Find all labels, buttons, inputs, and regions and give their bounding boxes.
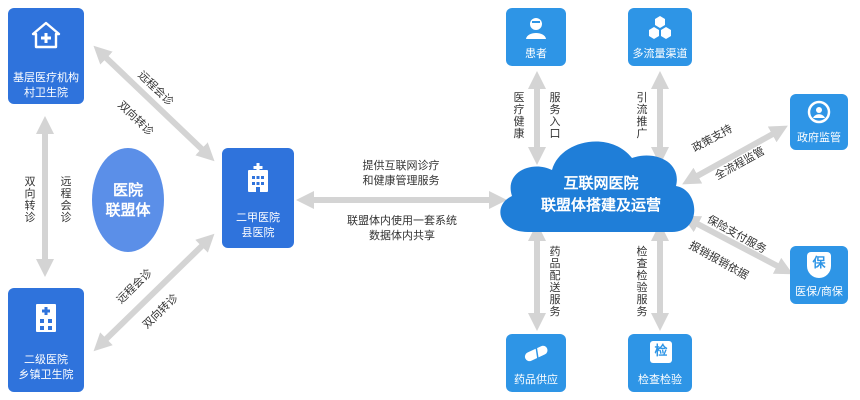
alliance-label: 医院 联盟体 bbox=[105, 181, 151, 219]
grassroots-node: 基层医疗机构 村卫生院 bbox=[8, 8, 84, 104]
hospital-building-icon bbox=[36, 304, 56, 332]
hospital-icon bbox=[248, 163, 268, 192]
edge-left-vert-a: 双向转诊 bbox=[24, 175, 36, 224]
shield-icon: 保 bbox=[807, 252, 831, 278]
drug-node: 药品供应 bbox=[506, 334, 566, 392]
county-line2: 县医院 bbox=[241, 226, 275, 239]
patient-node: 患者 bbox=[506, 8, 566, 66]
county-line1: 二甲医院 bbox=[236, 211, 280, 224]
grassroots-line2: 村卫生院 bbox=[24, 86, 68, 99]
traffic-label: 多流量渠道 bbox=[632, 47, 688, 60]
pill-icon bbox=[524, 345, 548, 362]
secondary-node: 二级医院 乡镇卫生院 bbox=[8, 288, 84, 392]
edge-center-bot: 联盟体内使用一套系统 数据体内共享 bbox=[347, 214, 457, 242]
inspect-label: 检查检验 bbox=[638, 373, 682, 386]
patient-icon bbox=[526, 18, 546, 39]
inspect-icon: 检 bbox=[650, 341, 672, 363]
secondary-line2: 乡镇卫生院 bbox=[18, 368, 74, 381]
county-node: 二甲医院 县医院 bbox=[222, 148, 294, 248]
cubes-icon bbox=[649, 16, 671, 39]
traffic-node: 多流量渠道 bbox=[628, 8, 692, 66]
edge-drug-a: 药品配送服务 bbox=[549, 245, 561, 318]
platform-cloud bbox=[500, 141, 695, 232]
supervision-icon bbox=[807, 100, 831, 124]
gov-node: 政府监管 bbox=[790, 94, 848, 150]
edge-patient-b: 服务入口 bbox=[549, 91, 561, 140]
platform-label: 互联网医院 联盟体搭建及运营 bbox=[508, 172, 694, 216]
edge-patient-a: 医疗健康 bbox=[513, 91, 525, 140]
platform-line2: 联盟体搭建及运营 bbox=[540, 196, 661, 214]
grassroots-line1: 基层医疗机构 bbox=[13, 71, 79, 84]
edge-center-top: 提供互联网诊疗 和健康管理服务 bbox=[362, 159, 440, 187]
edge-left-vert-b: 远程会诊 bbox=[60, 175, 72, 224]
arrow-gov-platform bbox=[682, 125, 788, 185]
edge-traffic-a: 引流推广 bbox=[636, 91, 648, 140]
arrow-secondary-county bbox=[93, 233, 215, 352]
edge-inspect-a: 检查检验服务 bbox=[636, 245, 648, 318]
platform-line1: 互联网医院 bbox=[563, 174, 639, 192]
arrow-grassroots-county bbox=[93, 45, 215, 162]
clinic-house-icon bbox=[31, 21, 61, 49]
patient-label: 患者 bbox=[525, 47, 547, 60]
inspect-node: 检 检查检验 bbox=[628, 334, 692, 392]
drug-label: 药品供应 bbox=[514, 373, 558, 386]
insurance-label: 医保/商保 bbox=[795, 285, 843, 298]
insurance-node: 保 医保/商保 bbox=[790, 246, 848, 304]
gov-label: 政府监管 bbox=[797, 131, 841, 144]
arrow-ins-platform bbox=[682, 215, 793, 275]
alliance-ellipse bbox=[92, 148, 164, 252]
secondary-line1: 二级医院 bbox=[24, 353, 68, 366]
